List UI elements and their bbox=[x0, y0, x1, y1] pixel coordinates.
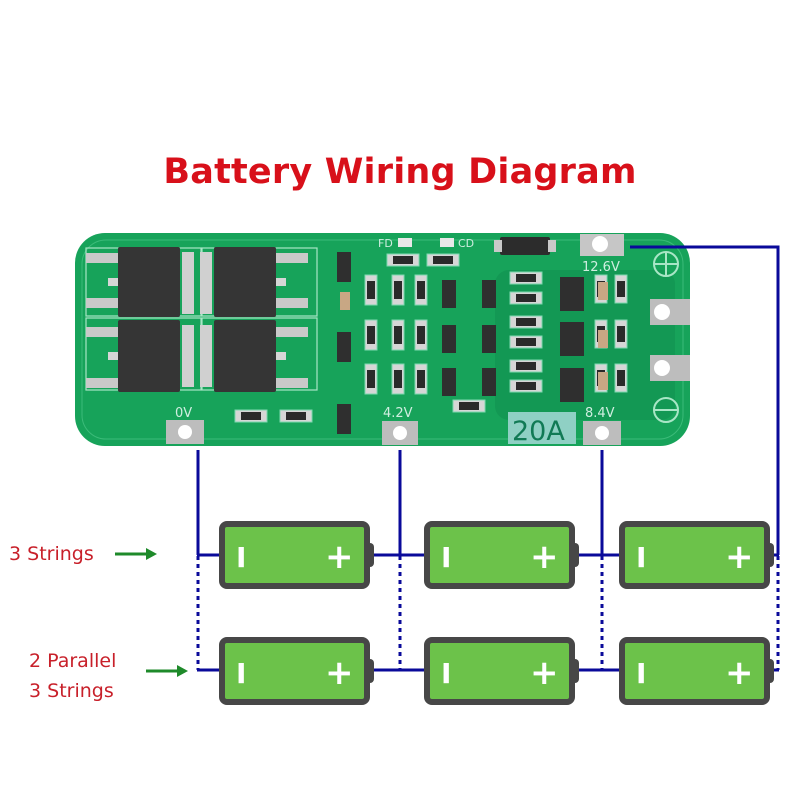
battery-body bbox=[424, 521, 575, 589]
wire-12v6 bbox=[630, 245, 780, 555]
battery-positive-icon: + bbox=[725, 537, 754, 577]
pad-0v-label: 0V bbox=[175, 406, 192, 421]
mosfet-chip bbox=[118, 320, 180, 392]
plus-symbol-icon bbox=[653, 251, 679, 277]
battery-negative-icon: I bbox=[236, 541, 246, 574]
label-series: 3 Strings bbox=[9, 543, 94, 565]
fd-indicator-label: FD bbox=[378, 237, 393, 250]
mosfet-chip bbox=[214, 320, 276, 392]
battery-body bbox=[619, 521, 770, 589]
battery-negative-icon: I bbox=[636, 541, 646, 574]
battery-negative-icon: I bbox=[636, 657, 646, 690]
minus-symbol-icon bbox=[653, 397, 679, 423]
battery-cell: I+ bbox=[424, 521, 579, 589]
pad-4v2: 4.2V bbox=[382, 406, 418, 445]
battery-negative-icon: I bbox=[441, 541, 451, 574]
sot-transistors bbox=[337, 252, 351, 434]
battery-body bbox=[219, 521, 370, 589]
battery-cell: I+ bbox=[619, 521, 774, 589]
ceramic-capacitor bbox=[598, 372, 608, 390]
label-parallel-line1: 2 Parallel bbox=[29, 650, 117, 672]
battery-positive-icon: + bbox=[325, 653, 354, 693]
arrow-parallel-icon bbox=[146, 665, 188, 677]
battery-positive-icon: + bbox=[325, 537, 354, 577]
battery-cell: I+ bbox=[219, 637, 374, 705]
ceramic-capacitor bbox=[340, 292, 350, 310]
ceramic-capacitor bbox=[598, 282, 608, 300]
mosfet-chip bbox=[118, 247, 180, 317]
battery-positive-icon: + bbox=[725, 653, 754, 693]
battery-cell: I+ bbox=[424, 637, 579, 705]
pad-8v4-label: 8.4V bbox=[585, 406, 615, 421]
battery-negative-icon: I bbox=[441, 657, 451, 690]
battery-body bbox=[424, 637, 575, 705]
pad-8v4: 8.4V bbox=[583, 406, 621, 445]
battery-body bbox=[219, 637, 370, 705]
battery-positive-icon: + bbox=[530, 653, 559, 693]
current-rating-label: 20A bbox=[512, 416, 565, 447]
pad-12v6: 12.6V bbox=[580, 234, 624, 275]
protection-ics bbox=[442, 277, 584, 402]
battery-positive-icon: + bbox=[530, 537, 559, 577]
pad-12v6-label: 12.6V bbox=[582, 260, 620, 275]
battery-cell: I+ bbox=[219, 521, 374, 589]
smd-component-grid bbox=[234, 253, 628, 423]
bms-pcb-board: FD CD 0V 4.2V 8.4V 12.6V bbox=[75, 233, 690, 447]
arrow-series-icon bbox=[115, 548, 157, 560]
current-rating-badge bbox=[508, 412, 576, 444]
pad-4v2-label: 4.2V bbox=[383, 406, 413, 421]
diagram-title: Battery Wiring Diagram bbox=[163, 152, 637, 192]
mosfet-group bbox=[85, 247, 318, 392]
battery-body bbox=[619, 637, 770, 705]
pad-0v: 0V bbox=[166, 406, 204, 444]
ceramic-capacitor bbox=[598, 330, 608, 348]
mosfet-chip bbox=[214, 247, 276, 317]
battery-negative-icon: I bbox=[236, 657, 246, 690]
diode bbox=[500, 237, 550, 255]
battery-cells: I+I+I+I+I+I+ bbox=[219, 521, 774, 705]
battery-cell: I+ bbox=[619, 637, 774, 705]
label-parallel-line2: 3 Strings bbox=[29, 680, 114, 702]
cd-indicator-label: CD bbox=[458, 237, 474, 250]
